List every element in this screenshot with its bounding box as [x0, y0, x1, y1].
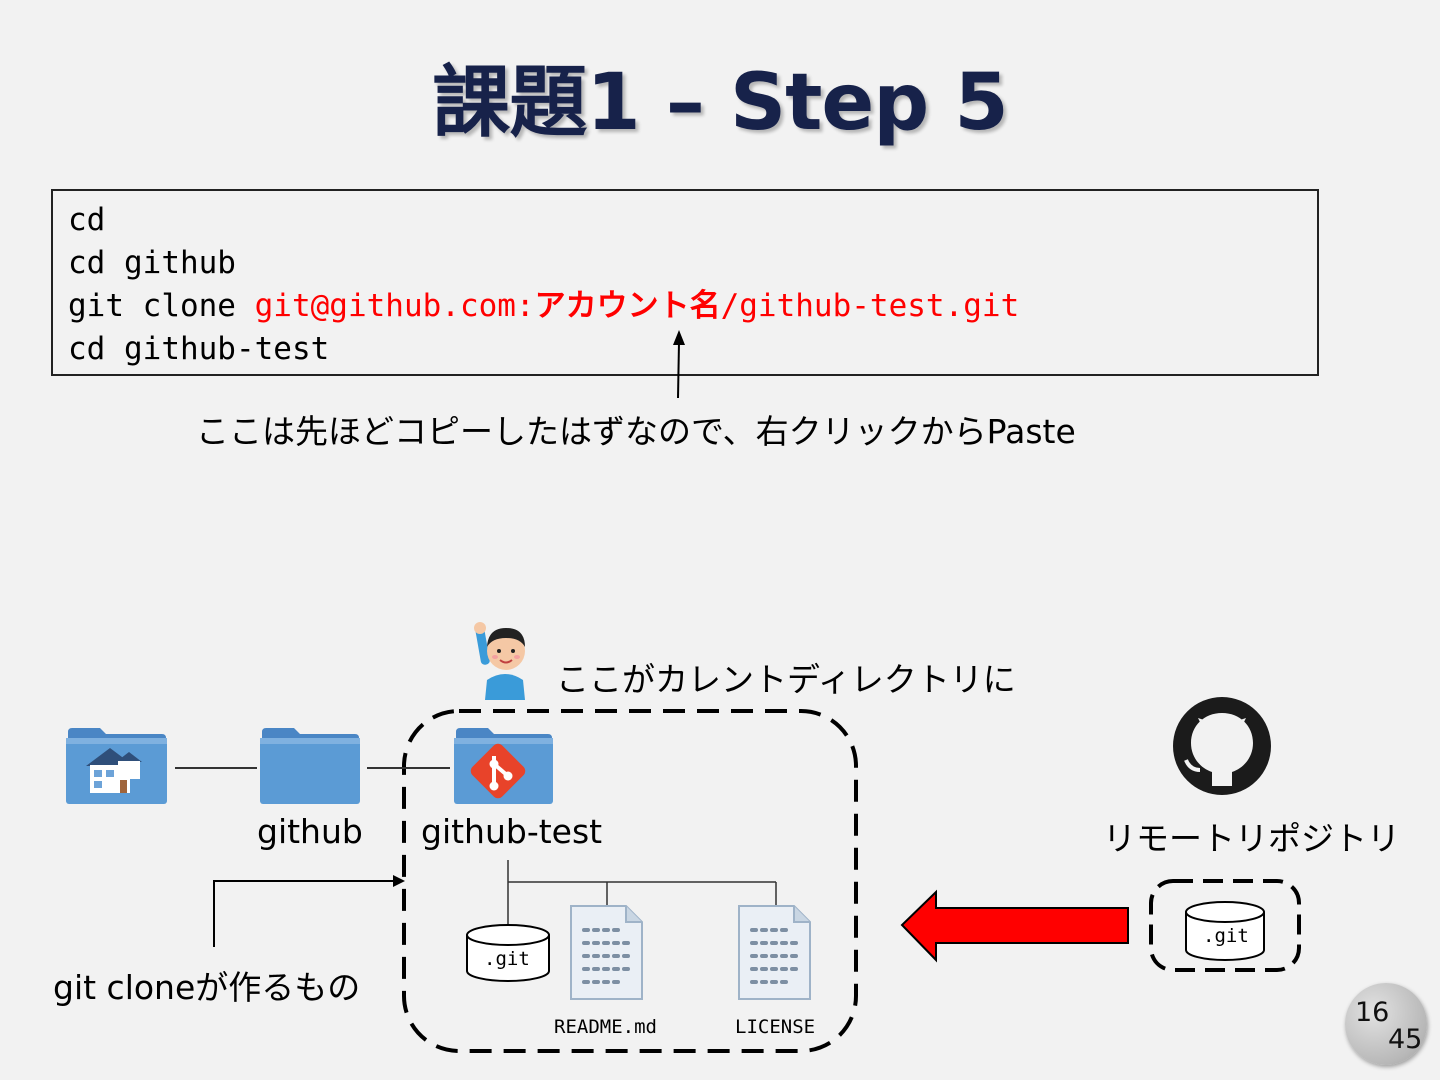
- remote-repository-box: [1149, 879, 1301, 972]
- git-clone-arrow: [213, 875, 405, 947]
- current-directory-region: [402, 709, 858, 1053]
- code-block: cd cd github git clone git@github.com:アカ…: [51, 189, 1319, 376]
- file-label-readme: README.md: [554, 1016, 657, 1038]
- git-clone-label: git cloneが作るもの: [53, 968, 361, 1007]
- code-account-name: アカウント名: [534, 288, 721, 324]
- page-current: 16: [1355, 997, 1390, 1028]
- database-icon: [466, 924, 550, 982]
- code-line-2: cd github: [68, 245, 236, 281]
- local-git-label: .git: [484, 948, 530, 970]
- code-line-4: cd github-test: [68, 331, 330, 367]
- remote-git-label: .git: [1203, 925, 1249, 947]
- code-line-3: git clone git@github.com:アカウント名/github-t…: [68, 286, 1019, 326]
- page-number-badge: [1345, 983, 1427, 1065]
- folder-label-github: github: [257, 812, 363, 851]
- current-directory-label: ここがカレントディレクトリに: [556, 660, 1016, 699]
- hint-arrow: [673, 330, 685, 399]
- tree-connectors: [507, 860, 777, 928]
- database-icon: [1185, 901, 1265, 961]
- home-folder-icon: [66, 728, 167, 804]
- file-icon: [738, 905, 811, 1000]
- code-url-host: git@github.com:: [254, 288, 535, 324]
- folder-label-github-test: github-test: [421, 812, 603, 851]
- file-label-license: LICENSE: [735, 1016, 816, 1038]
- page-total: 45: [1388, 1024, 1423, 1055]
- paste-hint: ここは先ほどコピーしたはずなので、右クリックからPaste: [196, 412, 1076, 451]
- git-folder-icon: [454, 728, 553, 804]
- github-icon: [1173, 697, 1271, 795]
- file-icon: [570, 905, 643, 1000]
- folder-icon: [260, 728, 360, 804]
- code-url-path: /github-test.git: [720, 288, 1020, 324]
- code-git-clone: git clone: [68, 288, 255, 324]
- code-line-1: cd: [68, 202, 106, 238]
- arrow-left-icon: [900, 889, 1129, 963]
- person-icon: [474, 622, 525, 700]
- slide-title: 課題1 – Step 5: [432, 58, 1008, 148]
- remote-repository-label: リモートリポジトリ: [1103, 819, 1400, 858]
